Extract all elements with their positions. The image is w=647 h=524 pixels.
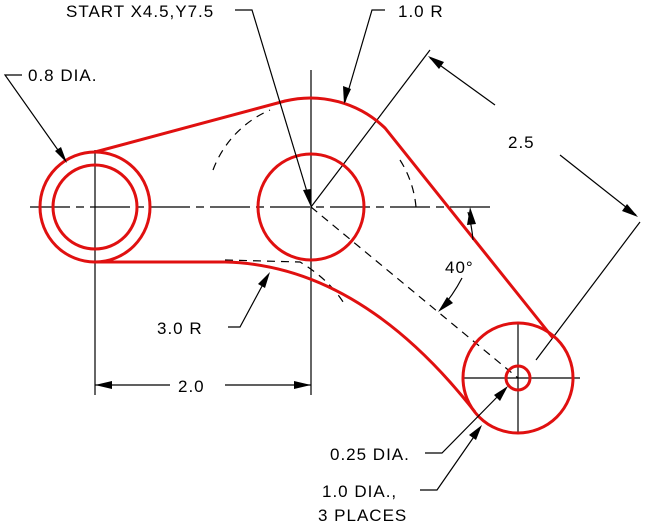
part-outline (38, 96, 575, 435)
left-dia-label: 0.8 DIA. (28, 66, 97, 85)
dimensions (3, 9, 638, 491)
circle-count-label: 3 PLACES (318, 506, 407, 524)
top-radius-label: 1.0 R (398, 2, 444, 21)
circle-dia-label: 1.0 DIA., (322, 482, 397, 501)
annotations: START X4.5,Y7.5 1.0 R 0.8 DIA. 2.5 40° 3… (28, 2, 535, 524)
big-radius-label: 3.0 R (157, 319, 203, 338)
start-label: START X4.5,Y7.5 (66, 2, 214, 21)
angle-label: 40° (445, 258, 474, 277)
length-label: 2.5 (508, 133, 535, 152)
spacing-label: 2.0 (178, 377, 205, 396)
construction-arcs (212, 109, 417, 306)
centerlines (30, 49, 641, 432)
small-dia-label: 0.25 DIA. (330, 445, 410, 464)
